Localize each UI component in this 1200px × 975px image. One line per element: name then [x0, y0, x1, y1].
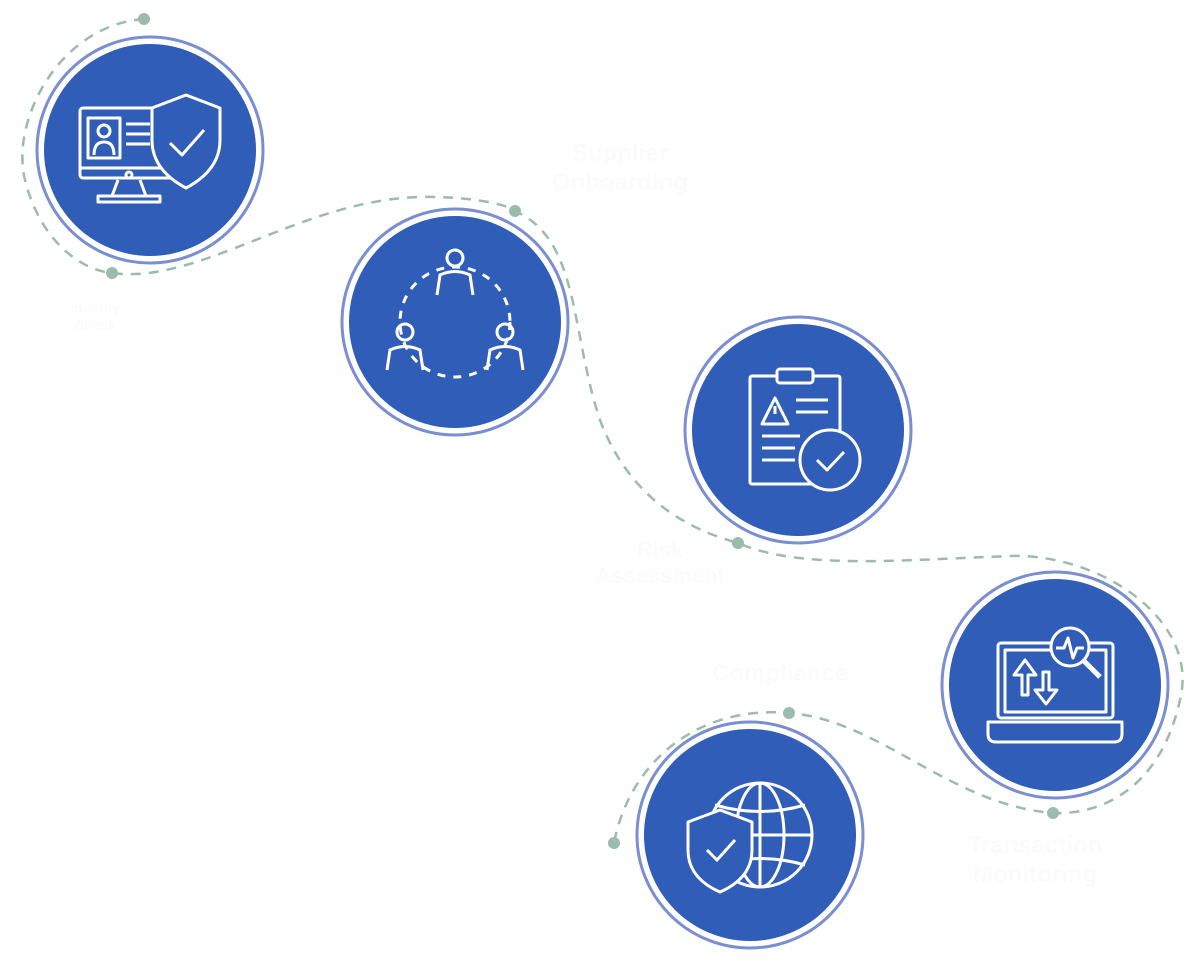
- step-1-title-line1: Identity: [70, 300, 120, 316]
- path-dot: [106, 267, 118, 279]
- laptop-analytics-icon: [986, 626, 1124, 744]
- path-dot: [783, 707, 795, 719]
- step-4-title-line1: Transaction: [967, 832, 1103, 859]
- step-3-label: Risk Assessment: [570, 537, 750, 590]
- step-2-title-line1: Supplier: [571, 140, 668, 167]
- step-5-node: [635, 720, 865, 950]
- step-4-node: [940, 570, 1170, 800]
- monitor-shield-icon: [78, 93, 222, 204]
- step-3-node: [683, 315, 913, 545]
- path-dot: [1047, 807, 1059, 819]
- path-dot: [732, 537, 744, 549]
- step-1-title-line2: Check: [73, 316, 117, 333]
- step-1-label: Identity Check: [55, 300, 135, 334]
- team-network-icon: [385, 248, 525, 379]
- path-dots: [106, 13, 1059, 849]
- step-2-node: [340, 207, 570, 437]
- step-1-node: [35, 35, 265, 265]
- step-2-title-line2: Onboarding: [552, 168, 688, 196]
- globe-shield-icon: [686, 781, 814, 894]
- step-2-label: Supplier Onboarding: [545, 140, 695, 198]
- path-dot: [608, 837, 620, 849]
- step-5-label: Compliance: [690, 660, 870, 689]
- path-dot: [509, 205, 521, 217]
- step-3-title-line1: Risk: [636, 537, 684, 562]
- step-4-label: Transaction Monitoring: [950, 832, 1120, 890]
- step-5-title-line1: Compliance: [711, 660, 849, 687]
- step-3-title-line2: Assessment: [595, 563, 725, 589]
- clipboard-warning-check-icon: [748, 367, 862, 492]
- dashed-path: [21, 17, 1184, 844]
- path-dot: [138, 13, 150, 25]
- step-4-title-line2: Monitoring: [973, 860, 1097, 888]
